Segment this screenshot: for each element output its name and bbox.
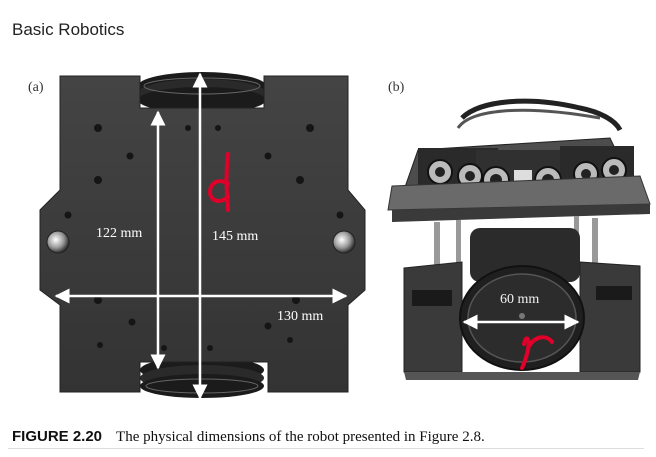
robot-front-view (387, 98, 651, 380)
right-screw (332, 230, 356, 254)
caption-label: FIGURE 2.20 (12, 428, 103, 445)
dimension-arrows-a (54, 72, 348, 400)
left-screw (46, 230, 70, 254)
caption-text: The physical dimensions of the robot pre… (116, 429, 485, 445)
dimension-60mm-label: 60 mm (500, 292, 540, 307)
lower-chassis (403, 261, 463, 373)
front-wheel (459, 265, 585, 371)
dimension-145mm-label: 145 mm (212, 229, 259, 244)
chassis-plate (39, 75, 366, 393)
bottom-rule (8, 448, 644, 449)
figure-caption: FIGURE 2.20 The physical dimensions of th… (12, 428, 485, 446)
handwritten-d-annotation (207, 152, 230, 212)
panel-a-label: (a) (28, 80, 44, 95)
dimension-122mm-label: 122 mm (96, 226, 143, 241)
robot-top-view (39, 72, 366, 398)
running-head: Basic Robotics (12, 20, 125, 39)
panel-b-label: (b) (388, 80, 405, 95)
top-wheel (138, 72, 266, 113)
dimension-130mm-label: 130 mm (277, 309, 324, 324)
handwritten-r-annotation (520, 335, 554, 370)
